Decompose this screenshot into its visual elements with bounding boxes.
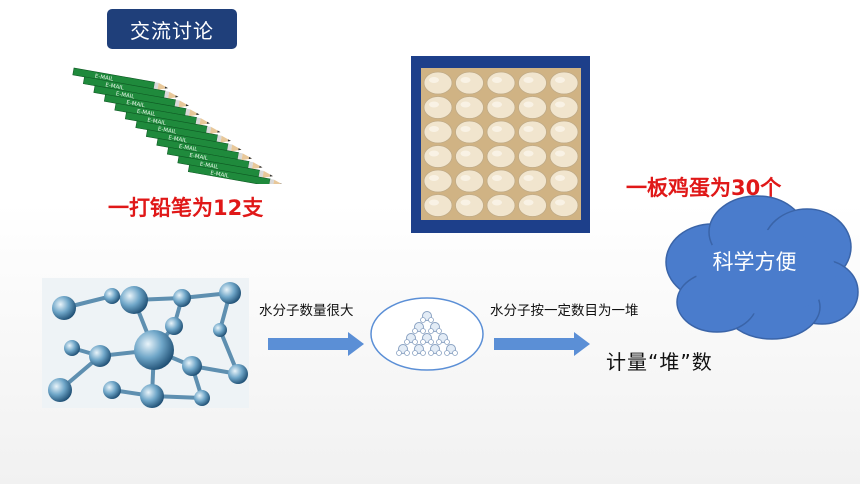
molecule-atom (228, 364, 248, 384)
pencil-print: E-MAIL (210, 170, 230, 179)
molecule-atom (182, 356, 202, 376)
pencil-print: E-MAIL (94, 74, 114, 83)
right-arrow-icon (494, 332, 590, 356)
egg (455, 145, 484, 168)
title-badge: 交流讨论 (107, 9, 237, 49)
egg (455, 120, 484, 144)
egg (486, 96, 516, 119)
egg (518, 169, 547, 193)
pencil-print: E-MAIL (126, 100, 146, 109)
molecule-atom (64, 340, 80, 356)
egg (486, 145, 516, 168)
molecule-atom (165, 317, 183, 335)
arrow2-label: 水分子按一定数目为一堆 (490, 303, 639, 319)
result-text: 计量“堆”数 (606, 350, 713, 374)
pencil-print: E-MAIL (115, 91, 135, 100)
egg (549, 194, 579, 217)
pencil: E-MAIL (145, 129, 242, 152)
egg (549, 169, 579, 193)
pencil-print: E-MAIL (157, 126, 177, 135)
pencil-print: E-MAIL (147, 118, 167, 127)
egg (423, 120, 453, 144)
egg (518, 145, 547, 168)
egg (549, 96, 579, 119)
egg-tray-image (411, 56, 590, 233)
pencil-print: E-MAIL (199, 162, 219, 171)
molecule-pile-oval (370, 297, 484, 371)
pencil-print: E-MAIL (136, 109, 156, 118)
egg (455, 169, 484, 193)
egg (423, 96, 453, 119)
egg (486, 71, 516, 95)
egg (518, 120, 547, 144)
pencil-print: E-MAIL (189, 153, 209, 162)
egg (455, 96, 484, 119)
pencil: E-MAIL (82, 76, 179, 99)
molecule-atom (52, 296, 76, 320)
egg (423, 194, 453, 217)
pencil: E-MAIL (135, 120, 231, 143)
egg (423, 145, 453, 168)
molecule-atom (194, 390, 210, 406)
egg (518, 194, 547, 217)
pencil: E-MAIL (187, 164, 284, 184)
egg (486, 169, 516, 193)
egg (549, 145, 579, 168)
egg (423, 71, 453, 95)
egg (518, 96, 547, 119)
molecule-atom (89, 345, 111, 367)
slide-title: 交流讨论 (130, 18, 214, 43)
egg (549, 71, 579, 95)
pencil-print: E-MAIL (178, 144, 198, 153)
pencil-print: E-MAIL (168, 135, 188, 144)
pencil-caption: 一打铅笔为12支 (108, 196, 264, 220)
molecule-atom (134, 330, 174, 370)
cloud-text: 科学方便 (712, 250, 797, 274)
right-arrow-icon (268, 332, 364, 356)
egg (486, 194, 516, 217)
molecule-atom (213, 323, 227, 337)
pencils-image: E-MAILE-MAILE-MAILE-MAILE-MAILE-MAILE-MA… (72, 67, 284, 184)
egg (549, 120, 579, 144)
egg (518, 71, 547, 95)
egg (423, 169, 453, 193)
molecule-atom (48, 378, 72, 402)
molecule-atom (140, 384, 164, 408)
egg (486, 120, 516, 144)
egg (455, 71, 484, 95)
molecule-atom (219, 282, 241, 304)
molecule-image (42, 278, 249, 408)
cloud-shape (665, 195, 859, 340)
egg (455, 194, 484, 217)
molecule-atom (104, 288, 120, 304)
molecule-atom (120, 286, 148, 314)
molecule-atom (173, 289, 191, 307)
pencil-print: E-MAIL (105, 82, 125, 91)
arrow1-label: 水分子数量很大 (259, 303, 354, 319)
molecule-atom (103, 381, 121, 399)
